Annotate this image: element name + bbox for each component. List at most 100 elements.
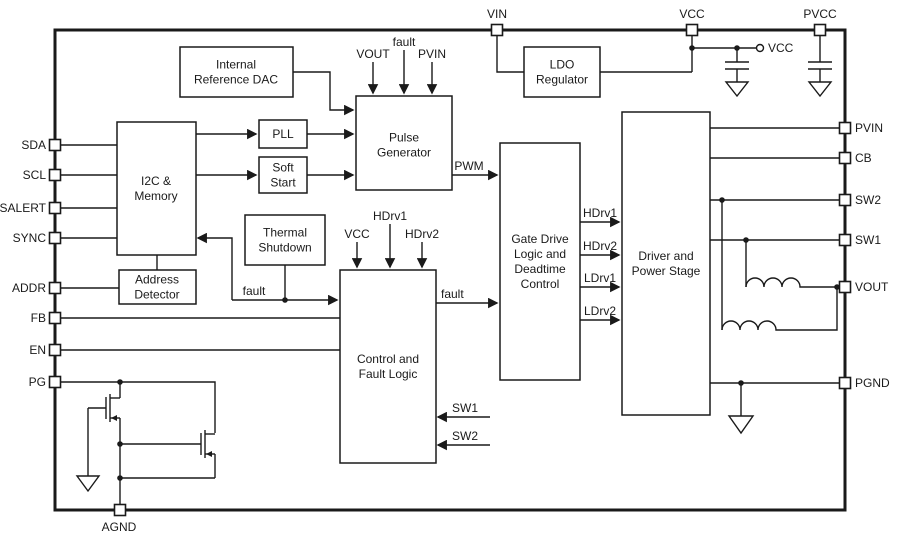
- signal-ctrl-vcc-label: VCC: [344, 227, 370, 241]
- pin-pgnd-pad: [838, 376, 852, 390]
- pin-vout-pad: [838, 280, 852, 294]
- pin-pvcc-pad: [813, 23, 827, 37]
- block-driver-power-stage: [621, 111, 711, 416]
- pin-sw1-pad: [838, 233, 852, 247]
- block-soft-start-line1: Soft: [272, 161, 294, 175]
- junction-dots: [117, 45, 840, 481]
- block-internal-reference-dac: [179, 46, 294, 98]
- signal-hdrv2-label: HDrv2: [583, 239, 617, 253]
- block-control-fault-logic-line2: Fault Logic: [359, 367, 418, 381]
- junction-vout: [834, 284, 840, 290]
- signal-fault-left-label: fault: [243, 284, 266, 298]
- block-soft-start-line2: Start: [270, 176, 296, 190]
- block-gate-drive-logic-line3: Deadtime: [514, 262, 566, 276]
- signal-wires: [60, 36, 840, 433]
- blocks: Internal Reference DAC LDO Regulator Pul…: [116, 46, 711, 464]
- block-gate-drive-logic-line1: Gate Drive: [511, 232, 569, 246]
- pin-labels: VIN VCC PVCC SDA SCL SALERT SYNC ADDR FB…: [0, 7, 890, 534]
- signal-hdrv1-label: HDrv1: [583, 206, 617, 220]
- block-pulse-generator: [355, 95, 453, 191]
- signal-fault-right-label: fault: [441, 287, 464, 301]
- signal-vcc-terminal-label: VCC: [768, 41, 794, 55]
- block-driver-power-stage-line2: Power Stage: [632, 264, 701, 278]
- block-address-detector: [118, 269, 197, 305]
- block-pll-line1: PLL: [272, 127, 294, 141]
- wire-pg: [60, 381, 216, 433]
- signal-labels: VCC VOUT fault PVIN PWM fault fault VCC …: [243, 35, 794, 443]
- pin-cb-label: CB: [855, 151, 872, 165]
- pin-vin-label: VIN: [487, 7, 507, 21]
- block-gate-drive-logic-line4: Control: [521, 277, 560, 291]
- pin-pg-label: PG: [29, 375, 46, 389]
- signal-vout-label: VOUT: [356, 47, 390, 61]
- pgnd-ground-icon: [727, 415, 755, 435]
- pin-en-label: EN: [29, 343, 46, 357]
- pin-sda-pad: [48, 138, 62, 152]
- pin-pgnd-label: PGND: [855, 376, 890, 390]
- fet2-arrow-icon: [206, 451, 212, 457]
- block-pulse-generator-line2: Generator: [377, 146, 431, 160]
- pin-cb-pad: [838, 151, 852, 165]
- passives: [75, 36, 833, 493]
- block-address-detector-line1: Address: [135, 273, 179, 287]
- block-gate-drive-logic: [499, 142, 581, 381]
- junction-vcc: [689, 45, 695, 51]
- junction-vcc-cap: [734, 45, 740, 51]
- block-i2c-memory-line2: Memory: [134, 189, 177, 203]
- signal-sw1-label: SW1: [452, 401, 478, 415]
- pin-agnd-label: AGND: [102, 520, 137, 534]
- pin-scl-label: SCL: [23, 168, 47, 182]
- pin-vout-label: VOUT: [855, 280, 889, 294]
- block-gate-drive-logic-line2: Logic and: [514, 247, 566, 261]
- pin-addr-label: ADDR: [12, 281, 46, 295]
- agnd-ground-icon: [75, 475, 101, 493]
- block-i2c-memory: [116, 121, 197, 256]
- pin-en-pad: [48, 343, 62, 357]
- pin-sw1-label: SW1: [855, 233, 881, 247]
- pin-fb-label: FB: [31, 311, 46, 325]
- signal-ctrl-hdrv2-label: HDrv2: [405, 227, 439, 241]
- junction-fault: [282, 297, 288, 303]
- signal-ctrl-hdrv1-label: HDrv1: [373, 209, 407, 223]
- block-i2c-memory-line1: I2C &: [141, 174, 171, 188]
- junction-fet2-gate: [117, 441, 123, 447]
- pin-scl-pad: [48, 168, 62, 182]
- inductor-2: [721, 287, 838, 331]
- block-control-fault-logic-line1: Control and: [357, 352, 419, 366]
- pg-fet-circuit: [87, 382, 216, 504]
- block-thermal-shutdown: [244, 214, 326, 266]
- pin-vin-pad: [490, 23, 504, 37]
- signal-ldrv1-label: LDrv1: [584, 271, 616, 285]
- pin-sync-pad: [48, 231, 62, 245]
- block-thermal-shutdown-line1: Thermal: [263, 226, 307, 240]
- junction-agnd: [117, 475, 123, 481]
- junction-sw2: [719, 197, 725, 203]
- block-address-detector-line2: Detector: [134, 288, 179, 302]
- block-ldo-regulator-line2: Regulator: [536, 73, 588, 87]
- block-pulse-generator-line1: Pulse: [389, 131, 419, 145]
- wire-fault-i2c: [196, 232, 233, 300]
- pin-pvin-label: PVIN: [855, 121, 883, 135]
- pin-fb-pad: [48, 311, 62, 325]
- pin-vcc-label: VCC: [679, 7, 705, 21]
- pin-addr-pad: [48, 281, 62, 295]
- block-internal-reference-dac-line1: Internal: [216, 58, 256, 72]
- vcc-ground-icon: [724, 81, 750, 98]
- pin-sda-label: SDA: [21, 138, 46, 152]
- junction-pgnd: [738, 380, 744, 386]
- chip-outline: [53, 28, 847, 512]
- wire-dac-pulsegen: [293, 71, 355, 116]
- junction-pg: [117, 379, 123, 385]
- block-soft-start: [258, 156, 308, 194]
- block-control-fault-logic: [339, 269, 437, 464]
- pin-sync-label: SYNC: [13, 231, 47, 245]
- signal-pwm-label: PWM: [454, 159, 483, 173]
- inductor-1: [745, 277, 840, 288]
- pin-pvin-pad: [838, 121, 852, 135]
- block-pll: [258, 119, 308, 149]
- pvcc-ground-icon: [807, 81, 833, 98]
- pin-pads: [48, 23, 852, 517]
- signal-fault-top-label: fault: [393, 35, 416, 49]
